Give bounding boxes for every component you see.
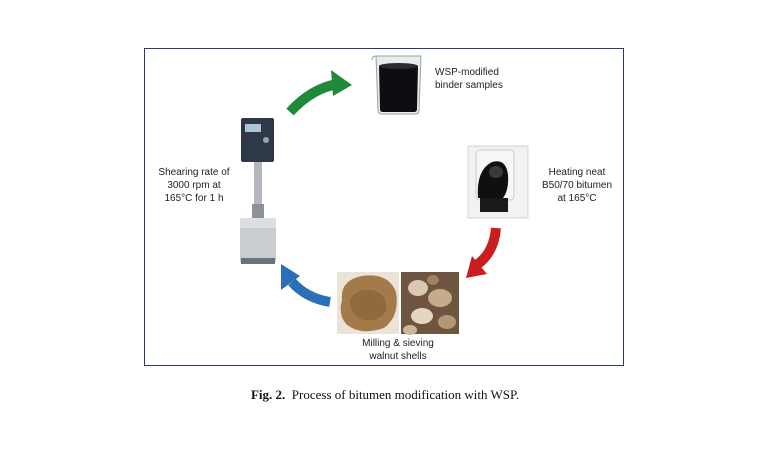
- shear-mixer-image: [240, 118, 276, 264]
- milling-label-line-2: walnut shells: [369, 351, 427, 362]
- binder-label: WSP-modified binder samples: [435, 66, 503, 92]
- arrow-red: [466, 227, 501, 278]
- heating-label-line-1: Heating neat: [548, 167, 606, 178]
- heating-label-line-3: at 165°C: [557, 193, 597, 204]
- binder-beaker-image: [371, 55, 422, 115]
- figure-caption: Fig. 2. Process of bitumen modification …: [0, 387, 770, 403]
- milling-label-line-1: Milling & sieving: [362, 338, 434, 349]
- heating-label: Heating neat B50/70 bitumen at 165°C: [532, 166, 622, 205]
- walnut-powder-image: [337, 272, 399, 334]
- binder-label-line-1: WSP-modified: [435, 67, 499, 78]
- shearing-label-line-2: 3000 rpm at: [167, 180, 221, 191]
- shearing-label-line-1: Shearing rate of: [158, 167, 230, 178]
- milling-label: Milling & sieving walnut shells: [348, 337, 448, 363]
- binder-label-line-2: binder samples: [435, 80, 503, 91]
- heating-label-line-2: B50/70 bitumen: [541, 180, 613, 191]
- arrow-green: [286, 70, 352, 116]
- heater-image: [467, 145, 529, 219]
- shearing-label-line-3: 165°C for 1 h: [164, 193, 224, 204]
- caption-text: Process of bitumen modification with WSP…: [291, 387, 520, 402]
- shearing-label: Shearing rate of 3000 rpm at 165°C for 1…: [146, 166, 242, 205]
- walnut-shells-image: [401, 272, 459, 335]
- caption-prefix: Fig. 2.: [250, 387, 286, 402]
- arrow-blue: [281, 264, 331, 307]
